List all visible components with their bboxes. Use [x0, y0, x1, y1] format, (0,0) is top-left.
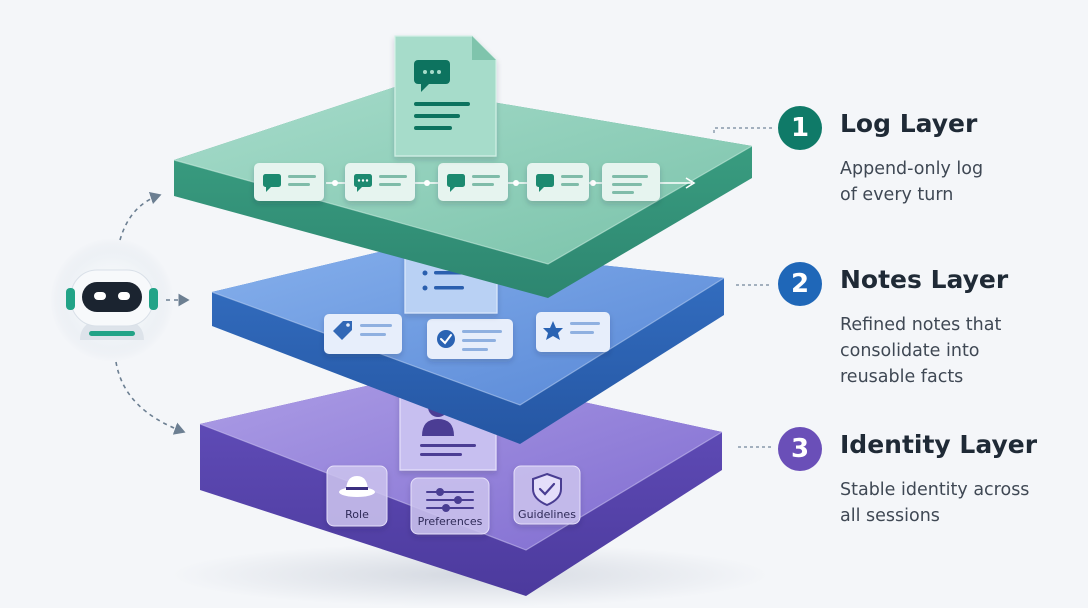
note-card-tag [324, 314, 402, 354]
identity-chip-label: Preferences [418, 515, 483, 528]
identity-chip-guidelines: Guidelines [513, 465, 581, 525]
identity-chip-label: Role [345, 508, 369, 521]
layer-title: Log Layer [840, 109, 978, 138]
chat-bubble-icon [536, 174, 554, 192]
text-lines-icon [612, 175, 648, 194]
step-number-badge: 3 [778, 427, 822, 471]
chat-bubble-icon [447, 174, 465, 192]
note-card-check [427, 319, 513, 359]
tag-icon [333, 321, 352, 340]
description-line: reusable facts [840, 367, 964, 387]
description-line: all sessions [840, 506, 940, 526]
identity-chip-role: Role [326, 465, 388, 527]
layer-description: Append-only log of every turn [840, 156, 1060, 208]
layer-title: Identity Layer [840, 430, 1038, 459]
layer-description: Refined notes that consolidate into reus… [840, 312, 1060, 390]
log-card [254, 163, 324, 201]
log-card [438, 163, 508, 201]
step-number-badge: 2 [778, 262, 822, 306]
description-line: Refined notes that [840, 315, 1002, 335]
agent-to-identity-arrow [115, 361, 186, 435]
log-connector [713, 127, 772, 133]
chat-document-icon [394, 35, 497, 157]
agent-to-log-arrow [119, 191, 162, 241]
log-card [527, 163, 589, 201]
chat-bubble-icon [263, 174, 281, 192]
layer-title: Notes Layer [840, 265, 1009, 294]
star-icon [543, 321, 563, 340]
hat-icon [339, 476, 375, 497]
step-number-badge: 1 [778, 106, 822, 150]
log-card [602, 163, 660, 201]
description-line: Stable identity across [840, 480, 1030, 500]
shield-check-icon [532, 472, 562, 507]
agent [50, 238, 174, 362]
sliders-icon [426, 488, 474, 512]
note-card-star [536, 312, 610, 352]
log-card [345, 163, 415, 201]
check-circle-icon [437, 330, 455, 348]
layer-description: Stable identity across all sessions [840, 477, 1060, 529]
chat-bubble-icon [354, 174, 372, 192]
identity-chip-label: Guidelines [518, 508, 576, 521]
description-line: of every turn [840, 185, 954, 205]
robot-icon [66, 269, 158, 340]
description-line: consolidate into [840, 341, 980, 361]
identity-chip-preferences: Preferences [410, 477, 490, 535]
description-line: Append-only log [840, 159, 984, 179]
